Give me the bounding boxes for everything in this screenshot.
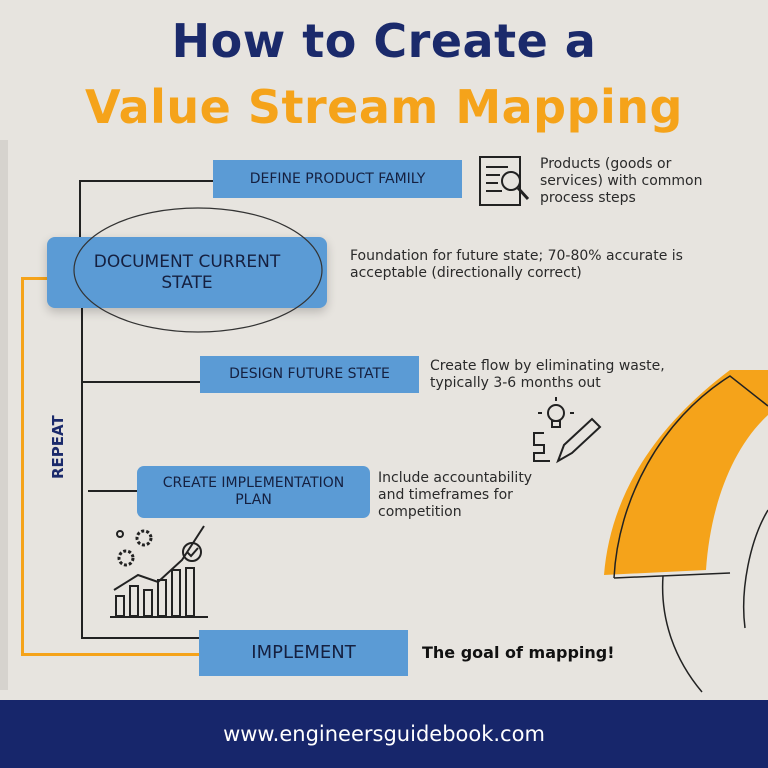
- desc-document-current-state: Foundation for future state; 70-80% accu…: [350, 248, 683, 281]
- lightbulb-pencil-icon: [533, 397, 602, 464]
- repeat-loop-line: [21, 277, 24, 656]
- desc-create-implementation-plan: Include accountability and timeframes fo…: [378, 470, 533, 520]
- step-define-product-family: DEFINE PRODUCT FAMILY: [213, 160, 462, 198]
- repeat-loop-line: [21, 653, 211, 656]
- repeat-loop-line: [21, 277, 66, 280]
- connector: [81, 637, 199, 639]
- connector: [81, 308, 83, 638]
- highlight-ellipse: [73, 207, 323, 333]
- step-create-implementation-plan: CREATE IMPLEMENTATION PLAN: [137, 466, 370, 518]
- decorative-arc-shape: [604, 370, 768, 693]
- title-line-1: How to Create a: [171, 14, 597, 68]
- footer-url[interactable]: www.engineersguidebook.com: [0, 700, 768, 768]
- side-stripe: [0, 140, 8, 690]
- growth-chart-gears-icon: [110, 525, 208, 618]
- step-document-current-state: DOCUMENT CURRENT STATE: [47, 237, 327, 308]
- connector: [79, 180, 213, 182]
- step-design-future-state: DESIGN FUTURE STATE: [200, 356, 419, 393]
- step-implement: IMPLEMENT: [199, 630, 408, 676]
- desc-design-future-state: Create flow by eliminating waste, typica…: [430, 358, 665, 391]
- repeat-label: REPEAT: [49, 415, 67, 479]
- connector: [81, 381, 200, 383]
- connector: [88, 490, 137, 492]
- document-search-icon: [479, 156, 530, 206]
- connector: [79, 180, 81, 240]
- desc-implement: The goal of mapping!: [422, 643, 615, 662]
- desc-define-product-family: Products (goods or services) with common…: [540, 156, 703, 206]
- title-line-2: Value Stream Mapping: [85, 80, 683, 134]
